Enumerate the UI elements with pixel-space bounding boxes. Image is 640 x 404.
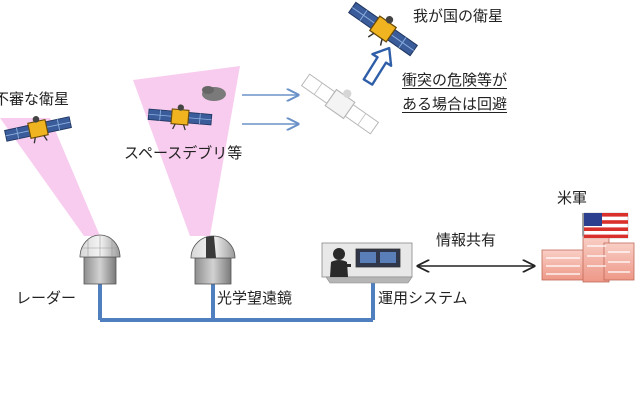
avoidance-arrow-icon <box>362 46 393 86</box>
avoidance-note-line-1: 衝突の危険等が <box>402 71 508 89</box>
radar-dome-icon <box>79 234 121 285</box>
label-space-debris: スペースデブリ等 <box>124 144 243 162</box>
label-info-sharing: 情報共有 <box>436 231 497 249</box>
label-optical-telescope: 光学望遠鏡 <box>217 289 293 307</box>
debris-icon <box>202 86 226 101</box>
avoidance-note-line-2: ある場合は回避 <box>402 95 508 113</box>
label-radar: レーダー <box>16 289 77 307</box>
us-flag-icon <box>583 212 629 239</box>
radar-beam-left <box>0 118 100 236</box>
label-our-satellite: 我が国の衛星 <box>413 7 504 25</box>
label-suspicious-satellite: 不審な衛星 <box>0 90 70 108</box>
label-avoidance-note: 衝突の危険等が ある場合は回避 <box>402 68 507 116</box>
observatory-dome-icon <box>190 235 236 285</box>
military-base-icon <box>541 213 635 283</box>
radar-beam-right <box>133 66 240 236</box>
label-us-military: 米軍 <box>557 189 588 207</box>
satellite-icon <box>300 73 380 135</box>
label-operation-system: 運用システム <box>378 289 468 307</box>
operator-console-icon <box>321 242 413 284</box>
